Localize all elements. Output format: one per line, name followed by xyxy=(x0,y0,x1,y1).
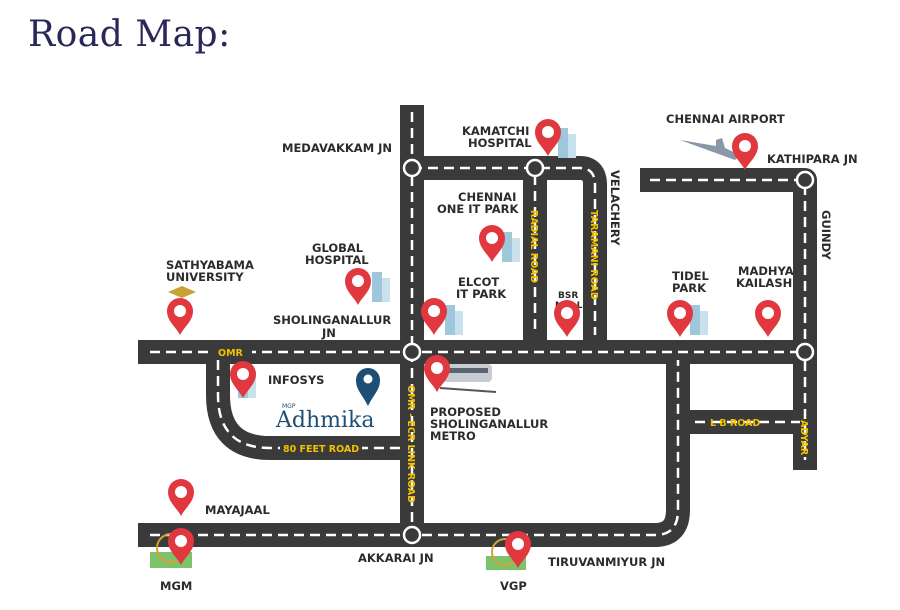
brand-name: Adhmika xyxy=(275,408,374,433)
label-madhya-1: MADHYA xyxy=(738,264,794,278)
label-elcot-1: ELCOT xyxy=(458,275,499,289)
junction-sholinganallur xyxy=(402,342,422,362)
label-infosys: INFOSYS xyxy=(268,373,324,387)
label-medavakkam-jn: MEDAVAKKAM JN xyxy=(282,141,392,155)
label-tidel-2: PARK xyxy=(672,281,707,295)
hospital-building-icon xyxy=(372,272,390,302)
road-label-omr: OMR xyxy=(218,348,244,359)
label-chennai-airport: CHENNAI AIRPORT xyxy=(666,112,785,126)
label-metro-1: PROPOSED xyxy=(430,405,501,419)
label-vgp: VGP xyxy=(500,579,527,593)
roads xyxy=(138,105,817,547)
label-kamatchi-2: HOSPITAL xyxy=(468,136,532,150)
road-label-guindy: GUINDY xyxy=(819,210,833,260)
road-label-omr-ecr: OMR - ECR LINK ROAD xyxy=(405,385,416,503)
page-title: Road Map: xyxy=(28,14,231,55)
road-label-adyar: ADYAR xyxy=(798,420,809,456)
pin-chennai-one-it-park[interactable] xyxy=(479,225,505,262)
junction-kamatchi xyxy=(525,158,545,178)
metro-train-icon xyxy=(439,364,497,393)
label-elcot-2: IT PARK xyxy=(456,287,507,301)
pin-elcot[interactable] xyxy=(421,298,447,335)
pin-chennai-airport[interactable] xyxy=(732,133,758,170)
pin-metro[interactable] xyxy=(424,355,450,392)
pin-tidel-park[interactable] xyxy=(667,300,693,337)
pin-bsr-mall[interactable] xyxy=(554,300,580,337)
pin-global-hospital[interactable] xyxy=(345,268,371,305)
label-sathyabama-1: SATHYABAMA xyxy=(166,258,254,272)
graduation-cap-icon xyxy=(168,286,196,298)
junction-akkarai xyxy=(402,525,422,545)
brand-small: MGP xyxy=(282,403,296,410)
label-akkarai-jn: AKKARAI JN xyxy=(358,551,434,565)
road-label-velachery: VELACHERY xyxy=(608,170,622,246)
road-label-80-feet: 80 FEET ROAD xyxy=(283,444,359,455)
junction-medavakkam xyxy=(402,158,422,178)
label-metro-2: SHOLINGANALLUR xyxy=(430,417,548,431)
project-location-pin-icon xyxy=(356,368,380,406)
label-kamatchi-1: KAMATCHI xyxy=(462,124,529,138)
label-sholinganallur-jn-2: JN xyxy=(321,326,336,340)
label-kathipara-jn: KATHIPARA JN xyxy=(767,152,858,166)
road-label-taramani: TARAMANI ROAD xyxy=(588,210,599,300)
road-label-radial: RADIAL ROAD xyxy=(528,210,539,283)
label-one-it-1: CHENNAI xyxy=(458,190,516,204)
label-metro-3: METRO xyxy=(430,429,476,443)
building-icon xyxy=(445,305,463,335)
airplane-icon xyxy=(680,138,740,160)
label-sholinganallur-jn-1: SHOLINGANALLUR xyxy=(273,313,391,327)
pin-kamatchi-hospital[interactable] xyxy=(535,119,561,156)
label-tiruvanmiyur-jn: TIRUVANMIYUR JN xyxy=(548,555,665,569)
project-logo: MGP Adhmika xyxy=(275,368,380,433)
junction-omr-adyar xyxy=(795,342,815,362)
junction-kathipara xyxy=(795,170,815,190)
label-bsr-1: BSR xyxy=(558,291,578,301)
pin-mayajaal[interactable] xyxy=(168,479,194,516)
label-mgm: MGM xyxy=(160,579,192,593)
road-label-lb: L B ROAD xyxy=(710,418,760,429)
building-icon xyxy=(690,305,708,335)
label-one-it-2: ONE IT PARK xyxy=(437,202,520,216)
pin-sathyabama[interactable] xyxy=(167,298,193,335)
label-mayajaal: MAYAJAAL xyxy=(205,503,270,517)
label-madhya-2: KAILASH xyxy=(736,276,792,290)
label-global-2: HOSPITAL xyxy=(305,253,369,267)
label-sathyabama-2: UNIVERSITY xyxy=(166,270,244,284)
pin-madhya-kailash[interactable] xyxy=(755,300,781,337)
label-tidel-1: TIDEL xyxy=(672,269,710,283)
label-global-1: GLOBAL xyxy=(312,241,364,255)
